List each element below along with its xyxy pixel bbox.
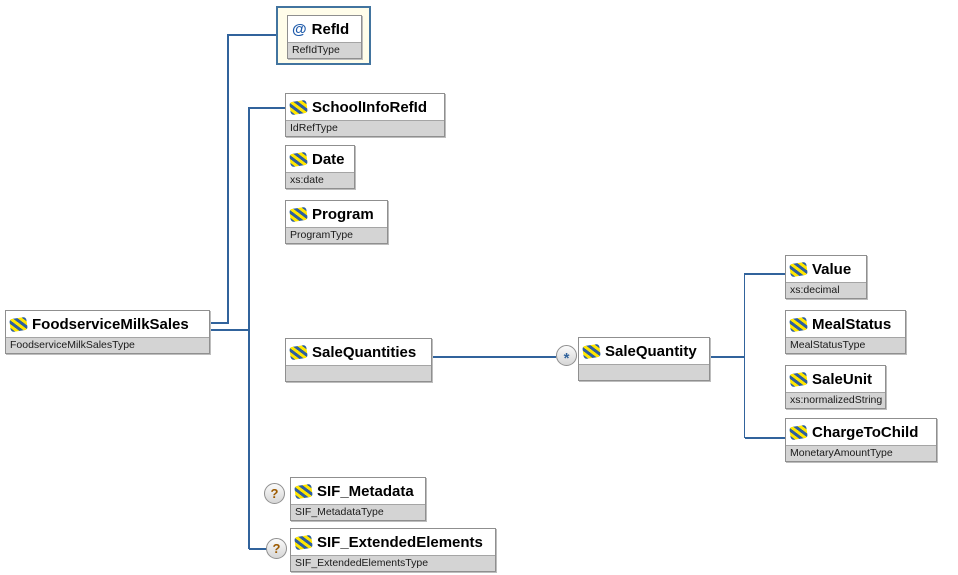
element-icon (289, 99, 308, 115)
optional-badge: ? (264, 483, 285, 504)
refid-selection-highlight: @ RefId RefIdType (276, 6, 371, 65)
node-type-caption (286, 365, 431, 381)
element-icon (294, 483, 313, 499)
node-program[interactable]: Program ProgramType (285, 200, 388, 244)
node-label: RefId (311, 20, 350, 38)
question-glyph: ? (270, 486, 279, 501)
node-label: Value (812, 260, 852, 278)
node-sif-extendedelements[interactable]: SIF_ExtendedElements SIF_ExtendedElement… (290, 528, 496, 572)
node-label: SaleQuantities (312, 343, 417, 361)
node-label: SaleUnit (812, 370, 873, 388)
connector-trunk3-to-value (745, 273, 785, 275)
node-date[interactable]: Date xs:date (285, 145, 355, 189)
node-type-caption: MonetaryAmountType (786, 445, 936, 461)
element-icon (289, 206, 308, 222)
node-refid[interactable]: @ RefId RefIdType (287, 15, 362, 59)
element-icon (582, 343, 601, 359)
connector-root-to-trunk2 (210, 329, 250, 331)
element-icon (789, 424, 808, 440)
node-label: MealStatus (812, 315, 892, 333)
connector-trunk2-to-schoolinforefid (249, 107, 285, 109)
element-icon (9, 316, 28, 332)
element-icon (789, 316, 808, 332)
repeat-badge: * (556, 345, 577, 367)
node-type-caption: FoodserviceMilkSalesType (6, 337, 209, 353)
node-type-caption: xs:date (286, 172, 354, 188)
node-label: Date (312, 150, 345, 168)
node-label: SIF_Metadata (317, 482, 414, 500)
connector-trunk2-to-sifextended (249, 548, 267, 550)
connector-salequantities-to-star (432, 356, 556, 358)
connector-trunk3-to-chargetochild (745, 437, 785, 439)
connector-trunk3 (743, 273, 745, 438)
node-type-caption (579, 364, 709, 380)
element-icon (294, 534, 313, 550)
node-value[interactable]: Value xs:decimal (785, 255, 867, 299)
element-icon (289, 151, 308, 167)
connector-trunk1 (227, 34, 229, 324)
node-label: ChargeToChild (812, 423, 919, 441)
node-label: SchoolInfoRefId (312, 98, 427, 116)
connector-trunk1-to-refid (227, 34, 277, 36)
attribute-icon: @ (292, 20, 307, 38)
connector-root-to-trunk1 (210, 322, 229, 324)
optional-badge: ? (266, 538, 287, 559)
node-saleunit[interactable]: SaleUnit xs:normalizedString (785, 365, 886, 409)
question-glyph: ? (272, 541, 281, 556)
asterisk-glyph: * (563, 350, 570, 367)
node-type-caption: IdRefType (286, 120, 444, 136)
connector-trunk2 (248, 107, 250, 549)
element-icon (289, 344, 308, 360)
node-label: SaleQuantity (605, 342, 697, 360)
node-type-caption: xs:normalizedString (786, 392, 885, 408)
node-type-caption: RefIdType (288, 42, 361, 58)
node-mealstatus[interactable]: MealStatus MealStatusType (785, 310, 906, 354)
node-type-caption: xs:decimal (786, 282, 866, 298)
node-schoolinforefid[interactable]: SchoolInfoRefId IdRefType (285, 93, 445, 137)
node-label: Program (312, 205, 374, 223)
node-label: FoodserviceMilkSales (32, 315, 189, 333)
element-icon (789, 261, 808, 277)
node-chargetochild[interactable]: ChargeToChild MonetaryAmountType (785, 418, 937, 462)
node-type-caption: SIF_ExtendedElementsType (291, 555, 495, 571)
element-icon (789, 371, 808, 387)
node-type-caption: ProgramType (286, 227, 387, 243)
node-salequantities[interactable]: SaleQuantities (285, 338, 432, 382)
node-type-caption: MealStatusType (786, 337, 905, 353)
node-label: SIF_ExtendedElements (317, 533, 483, 551)
connector-salequantity-to-trunk3 (710, 356, 745, 358)
node-salequantity[interactable]: SaleQuantity (578, 337, 710, 381)
node-type-caption: SIF_MetadataType (291, 504, 425, 520)
node-sif-metadata[interactable]: SIF_Metadata SIF_MetadataType (290, 477, 426, 521)
node-foodservicemilksales[interactable]: FoodserviceMilkSales FoodserviceMilkSale… (5, 310, 210, 354)
